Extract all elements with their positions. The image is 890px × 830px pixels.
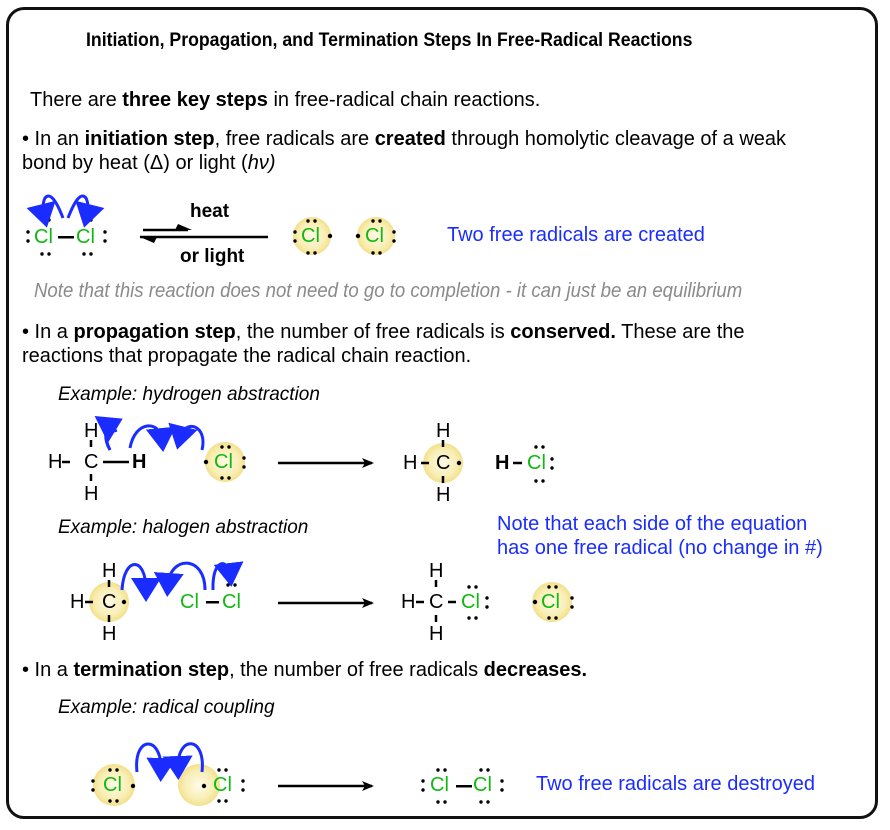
h-atom: H [102,560,117,582]
intro-prefix: There are [30,89,123,111]
equilibrium-arrow [140,224,268,243]
text: , free radicals are [214,128,375,150]
cl-atom: Cl [76,226,95,248]
propagation-note: Note that each side of the equation has … [497,512,823,560]
decreases-bold: decreases. [483,659,588,681]
text: These are the [615,321,745,343]
radical-coupling-product [421,768,504,804]
cl-radical: Cl [541,591,560,613]
intro-bold: three key steps [122,89,268,111]
cl-atom: Cl [222,591,241,613]
cl-radical: Cl [213,774,232,796]
intro-text: There are three key steps in free-radica… [30,88,540,112]
h-atom: H [403,452,418,474]
cl-atom: Cl [34,226,53,248]
h-atom-abstracted: H [132,451,147,473]
h-atom: H [102,623,117,645]
equilibrium-note: Note that this reaction does not need to… [34,280,743,302]
cl-atom: Cl [527,452,546,474]
text: , the number of free radicals [229,659,484,681]
note-line: Note that each side of the equation [497,513,808,535]
arrow-label-heat: heat [190,201,230,222]
created-bold: created [374,128,446,150]
h-atom: H [70,591,85,613]
bullet: • In a [22,659,74,681]
h-atom: H [429,560,444,582]
initiation-result-note: Two free radicals are created [447,224,705,246]
h-atom: H [436,420,451,442]
halogen-abstraction-reactants [85,561,244,622]
termination-text: • In a termination step, the number of f… [22,658,587,682]
methyl-radical-c: C [436,452,451,474]
methyl-radical-c: C [102,591,117,613]
diagram-frame [6,7,878,819]
radical-coupling-reactants [91,742,245,806]
initiation-bold: initiation step [84,128,215,150]
cl-radical: Cl [301,225,320,247]
h-atom: H [429,623,444,645]
chlorine-radicals-products [293,217,396,255]
initiation-text: • In an initiation step, free radicals a… [22,127,786,175]
cl-radical: Cl [365,225,384,247]
termination-result-note: Two free radicals are destroyed [536,773,816,795]
hydrogen-abstraction-reactants [62,415,246,482]
hv-symbol: hν) [247,152,276,174]
text: , the number of free radicals is [235,321,511,343]
propagation-bold: propagation step [73,321,236,343]
h-atom: H [401,591,416,613]
c-atom: C [84,451,99,473]
bullet: • In an [22,128,85,150]
cl-radical: Cl [103,774,122,796]
h-atom: H [48,451,63,473]
cl-atom: Cl [180,591,199,613]
text: bond by heat (Δ) or light ( [22,152,248,174]
conserved-bold: conserved. [510,321,616,343]
page-title: Initiation, Propagation, and Termination… [86,30,693,51]
c-atom: C [429,591,444,613]
h-atom: H [495,452,510,474]
hydrogen-abstraction-products [421,440,554,483]
arrow-label-light: or light [180,246,245,267]
h-atom: H [84,483,99,505]
propagation-text: • In a propagation step, the number of f… [22,320,745,368]
halogen-abstraction-products [416,580,574,622]
note-line: has one free radical (no change in #) [497,537,823,559]
h-atom: H [436,484,451,506]
h-atom: H [84,420,99,442]
cl-atom: Cl [461,591,480,613]
termination-bold: termination step [73,659,230,681]
example-radical-coupling: Example: radical coupling [58,697,275,718]
cl-atom: Cl [430,774,449,796]
text: through homolytic cleavage of a weak [445,128,787,150]
initiation-cl2 [26,194,107,256]
example-hydrogen-abstraction: Example: hydrogen abstraction [58,384,320,405]
intro-suffix: in free-radical chain reactions. [267,89,541,111]
cl-radical: Cl [214,451,233,473]
cl-atom: Cl [473,774,492,796]
example-halogen-abstraction: Example: halogen abstraction [58,517,309,538]
text: reactions that propagate the radical cha… [22,345,472,367]
bullet: • In a [22,321,74,343]
